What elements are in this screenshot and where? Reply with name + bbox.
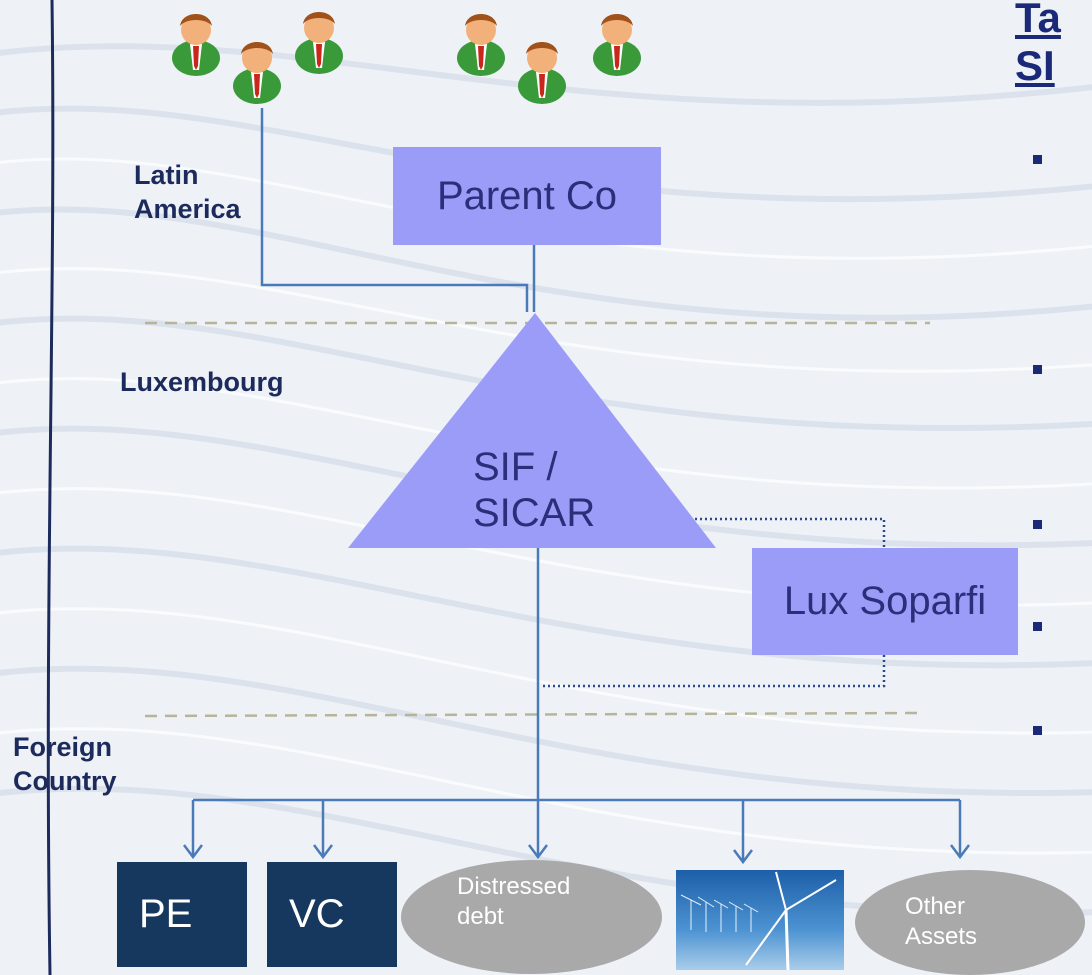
region-label-foreign-country: Foreign Country (13, 732, 117, 796)
sif-sicar-triangle (348, 313, 716, 548)
arrow-down-icon (183, 844, 970, 865)
region-label-luxembourg: Luxembourg (120, 367, 284, 397)
investor-connector (260, 108, 529, 312)
lux-soparfi-box: Lux Soparfi (752, 548, 1018, 655)
investor-person-icon (518, 42, 566, 104)
bullet-marker (1033, 365, 1042, 374)
distressed-debt-ellipse: Distressed debt (401, 860, 662, 974)
pe-box: PE (117, 862, 247, 967)
vc-box: VC (267, 862, 397, 967)
bullet-marker (1033, 622, 1042, 631)
bullet-marker (1033, 155, 1042, 164)
parent-co-box: Parent Co (393, 147, 661, 245)
investor-person-icon (457, 14, 505, 76)
soparfi-dotted-connector-bottom (540, 655, 886, 688)
investor-person-icon (295, 12, 343, 74)
investor-person-icon (233, 42, 281, 104)
wind-turbines-image (676, 870, 844, 970)
right-panel-title-line2: SI (1015, 42, 1055, 89)
separator-line-lower (144, 711, 919, 718)
right-panel-title-line1: Ta (1015, 0, 1061, 41)
slide-left-border (46, 0, 55, 975)
investor-person-icon (172, 14, 220, 76)
other-assets-ellipse: Other Assets (855, 870, 1085, 975)
sif-sicar-label: SIF / SICAR (473, 445, 596, 535)
region-label-latin-america: Latin America (134, 160, 241, 224)
investor-icons (172, 12, 641, 104)
bullet-marker (1033, 726, 1042, 735)
investor-person-icon (593, 14, 641, 76)
soparfi-dotted-connector-top (695, 517, 886, 548)
bullet-marker (1033, 520, 1042, 529)
